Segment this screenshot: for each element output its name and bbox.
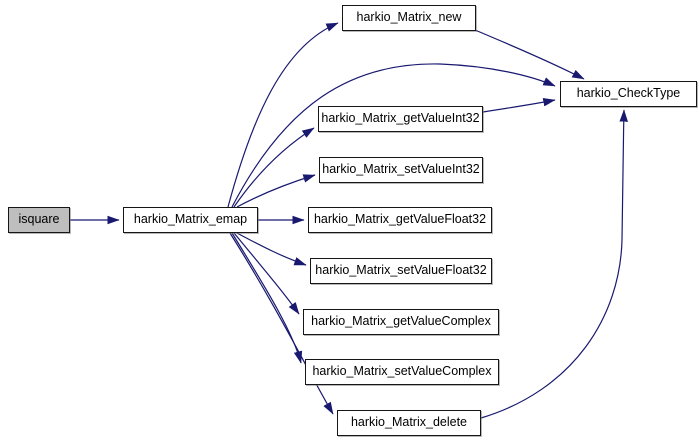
node-harkio-matrix-getvalueint32[interactable]: harkio_Matrix_getValueInt32 bbox=[318, 106, 483, 132]
edge-matrix-new-to-checktype bbox=[474, 29, 585, 80]
node-harkio-matrix-delete[interactable]: harkio_Matrix_delete bbox=[337, 410, 481, 436]
node-harkio-matrix-emap[interactable]: harkio_Matrix_emap bbox=[123, 207, 258, 233]
edge-emap-to-getvaluecomplex bbox=[233, 232, 300, 315]
node-harkio-matrix-getvaluefloat32[interactable]: harkio_Matrix_getValueFloat32 bbox=[308, 207, 492, 233]
edge-matrix-delete-to-checktype bbox=[480, 109, 629, 419]
node-harkio-checktype[interactable]: harkio_CheckType bbox=[560, 81, 697, 107]
node-harkio-matrix-setvaluecomplex[interactable]: harkio_Matrix_setValueComplex bbox=[305, 359, 499, 385]
edge-emap-to-matrix-new bbox=[227, 22, 339, 208]
edge-emap-to-checktype bbox=[231, 63, 556, 208]
node-isquare[interactable]: isquare bbox=[8, 207, 70, 233]
edge-emap-to-setvaluefloat32 bbox=[236, 232, 307, 266]
edge-emap-to-setvalueint32 bbox=[236, 174, 316, 208]
node-harkio-matrix-setvalueint32[interactable]: harkio_Matrix_setValueInt32 bbox=[319, 157, 483, 183]
edge-emap-to-matrix-delete bbox=[229, 232, 334, 415]
edge-getvalueint32-to-checktype bbox=[482, 97, 556, 113]
edge-emap-to-getvalueint32 bbox=[233, 127, 315, 208]
node-harkio-matrix-setvaluefloat32[interactable]: harkio_Matrix_setValueFloat32 bbox=[310, 258, 492, 284]
node-harkio-matrix-new[interactable]: harkio_Matrix_new bbox=[342, 5, 476, 31]
edge-emap-to-setvaluecomplex bbox=[231, 232, 303, 364]
node-harkio-matrix-getvaluecomplex[interactable]: harkio_Matrix_getValueComplex bbox=[303, 309, 499, 335]
